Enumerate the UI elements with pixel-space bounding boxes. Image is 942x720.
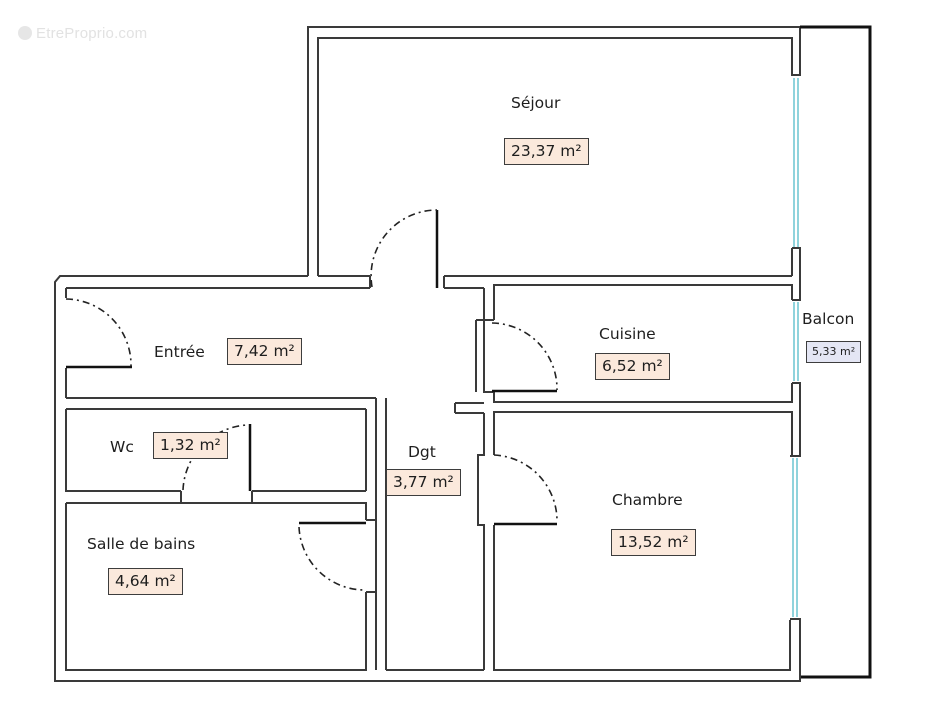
watermark-text: EtreProprio.com <box>36 25 148 42</box>
area-badge-wc: 1,32 m² <box>153 432 228 459</box>
room-label-cuisine: Cuisine <box>599 325 656 343</box>
area-badge-dgt: 3,77 m² <box>386 469 461 496</box>
etreproprio-logo-icon <box>18 26 32 40</box>
dgt-walls <box>375 398 484 671</box>
cuisine-walls <box>454 276 801 414</box>
wc-walls <box>65 409 367 503</box>
area-badge-cuisine: 6,52 m² <box>595 353 670 380</box>
area-badge-entree: 7,42 m² <box>227 338 302 365</box>
sejour-window <box>791 78 801 276</box>
room-label-salle-de-bains: Salle de bains <box>87 535 196 553</box>
area-badge-balcon: 5,33 m² <box>806 341 862 363</box>
outer-walls <box>54 25 872 682</box>
area-badge-sejour: 23,37 m² <box>504 138 589 165</box>
room-label-sejour: Séjour <box>511 94 561 112</box>
watermark: EtreProprio.com <box>18 25 147 42</box>
room-label-dgt: Dgt <box>408 443 436 461</box>
salle-de-bains-walls <box>65 502 376 671</box>
entree-walls <box>65 288 485 410</box>
area-badge-salle-de-bains: 4,64 m² <box>108 568 183 595</box>
room-label-chambre: Chambre <box>612 491 683 509</box>
room-label-entree: Entrée <box>154 343 205 361</box>
chambre-walls <box>477 411 801 681</box>
room-label-balcon: Balcon <box>802 310 855 328</box>
room-label-wc: Wc <box>110 438 134 456</box>
area-badge-chambre: 13,52 m² <box>611 529 696 556</box>
sejour-bottom-wall <box>308 209 792 289</box>
